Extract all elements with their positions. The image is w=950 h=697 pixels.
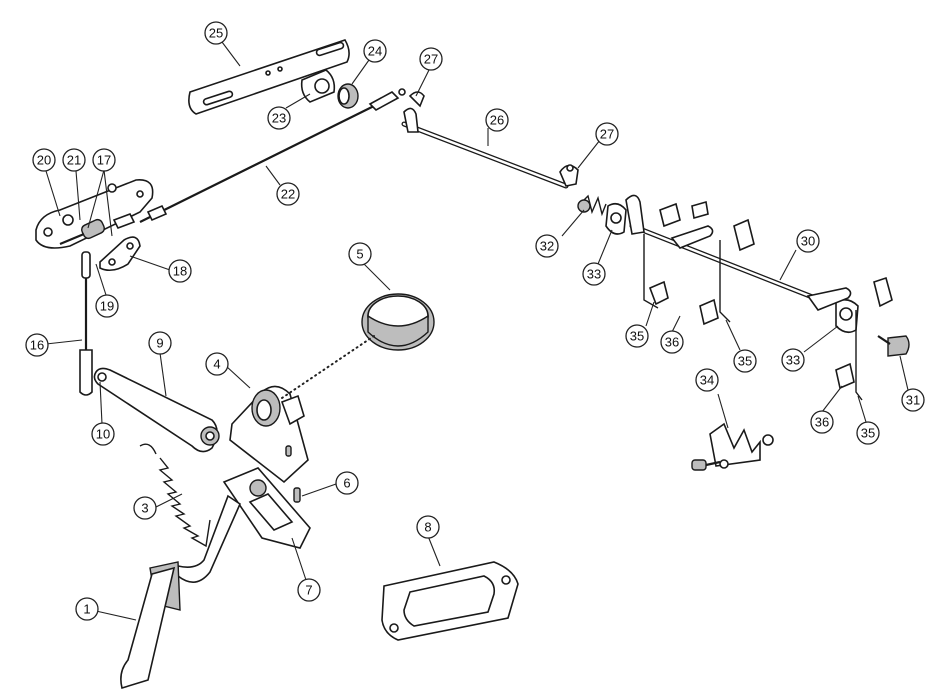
- svg-text:5: 5: [356, 247, 363, 262]
- callout-9: 9: [148, 331, 172, 355]
- part-control-rod: [139, 88, 406, 223]
- leader-lines: [45, 41, 909, 621]
- callout-33-left: 33: [582, 262, 606, 286]
- svg-text:23: 23: [272, 111, 286, 126]
- svg-text:6: 6: [343, 476, 350, 491]
- callout-23: 23: [267, 106, 291, 130]
- part-lever-arm: [93, 367, 220, 453]
- svg-text:36: 36: [815, 415, 829, 430]
- part-clip-assembly: [691, 422, 774, 471]
- part-lever: [99, 212, 141, 272]
- svg-text:25: 25: [209, 26, 223, 41]
- part-plate-left: [605, 202, 627, 235]
- part-plate-right: [835, 298, 859, 334]
- callout-6: 6: [335, 471, 359, 495]
- part-bush: [337, 83, 359, 109]
- svg-text:18: 18: [173, 264, 187, 279]
- callout-24: 24: [363, 39, 387, 63]
- callout-20: 20: [32, 148, 56, 172]
- svg-text:22: 22: [281, 187, 295, 202]
- part-clip-upper: [408, 91, 425, 108]
- svg-text:4: 4: [213, 357, 220, 372]
- svg-text:35: 35: [861, 426, 875, 441]
- svg-text:8: 8: [424, 520, 431, 535]
- callout-10: 10: [91, 422, 115, 446]
- svg-text:31: 31: [906, 393, 920, 408]
- part-bolt: [877, 335, 910, 357]
- svg-text:33: 33: [587, 267, 601, 282]
- callout-30: 30: [796, 229, 820, 253]
- svg-text:34: 34: [700, 373, 714, 388]
- callout-31: 31: [901, 388, 925, 412]
- part-ring-bush: [361, 293, 435, 351]
- callout-1: 1: [75, 597, 99, 621]
- callout-34: 34: [695, 368, 719, 392]
- callout-21: 21: [62, 148, 86, 172]
- callout-26: 26: [485, 108, 509, 132]
- callout-16: 16: [25, 333, 49, 357]
- part-pedal-bracket: [229, 385, 309, 484]
- callout-25: 25: [204, 21, 228, 45]
- svg-text:36: 36: [665, 335, 679, 350]
- svg-text:30: 30: [801, 234, 815, 249]
- assembly-line: [281, 335, 375, 399]
- svg-text:10: 10: [96, 427, 110, 442]
- part-pedal: [120, 494, 242, 690]
- svg-text:19: 19: [100, 299, 114, 314]
- callouts: 1 3 4 5 6 7 8 9 10 16 17 18 19 20 21: [25, 21, 925, 621]
- part-bellcrank-plate: [35, 179, 154, 249]
- callout-36-right: 36: [810, 410, 834, 434]
- svg-text:16: 16: [30, 338, 44, 353]
- part-stud: [285, 445, 301, 503]
- callout-36-left: 36: [660, 330, 684, 354]
- part-return-spring: [139, 443, 211, 548]
- svg-text:3: 3: [141, 501, 148, 516]
- callout-18: 18: [168, 259, 192, 283]
- callout-19: 19: [95, 294, 119, 318]
- callout-22: 22: [276, 182, 300, 206]
- svg-text:27: 27: [424, 52, 438, 67]
- svg-text:21: 21: [67, 153, 81, 168]
- svg-text:20: 20: [37, 153, 51, 168]
- callout-35-right: 35: [856, 421, 880, 445]
- svg-text:35: 35: [738, 354, 752, 369]
- callout-4: 4: [205, 352, 229, 376]
- svg-text:24: 24: [368, 44, 382, 59]
- callout-8: 8: [416, 515, 440, 539]
- part-spring-bracket-c: [855, 310, 863, 401]
- part-vertical-rod: [79, 251, 93, 396]
- callout-35-left: 35: [625, 324, 649, 348]
- part-small-clips: [648, 200, 893, 390]
- svg-text:17: 17: [97, 153, 111, 168]
- svg-text:9: 9: [156, 336, 163, 351]
- callout-27-upper: 27: [419, 47, 443, 71]
- part-clip-lower: [559, 164, 579, 187]
- svg-text:32: 32: [540, 239, 554, 254]
- part-spring-bracket-b: [719, 240, 731, 323]
- callout-32: 32: [535, 234, 559, 258]
- part-gasket: [381, 561, 519, 641]
- part-bracket-plate: [188, 39, 350, 115]
- callout-5: 5: [348, 242, 372, 266]
- part-mounting-plate: [222, 467, 311, 549]
- callout-27-lower: 27: [595, 122, 619, 146]
- callout-7: 7: [297, 578, 321, 602]
- callout-17: 17: [92, 148, 116, 172]
- svg-text:7: 7: [305, 583, 312, 598]
- callout-33-right: 33: [781, 348, 805, 372]
- svg-text:26: 26: [490, 113, 504, 128]
- part-cross-shaft-lower: [625, 194, 852, 311]
- svg-text:27: 27: [600, 127, 614, 142]
- callout-3: 3: [133, 496, 157, 520]
- svg-text:1: 1: [83, 602, 90, 617]
- svg-text:33: 33: [786, 353, 800, 368]
- part-cross-shaft-upper: [401, 107, 569, 189]
- callout-35-middle: 35: [733, 349, 757, 373]
- part-spring-coupling: [577, 194, 607, 217]
- svg-text:35: 35: [630, 329, 644, 344]
